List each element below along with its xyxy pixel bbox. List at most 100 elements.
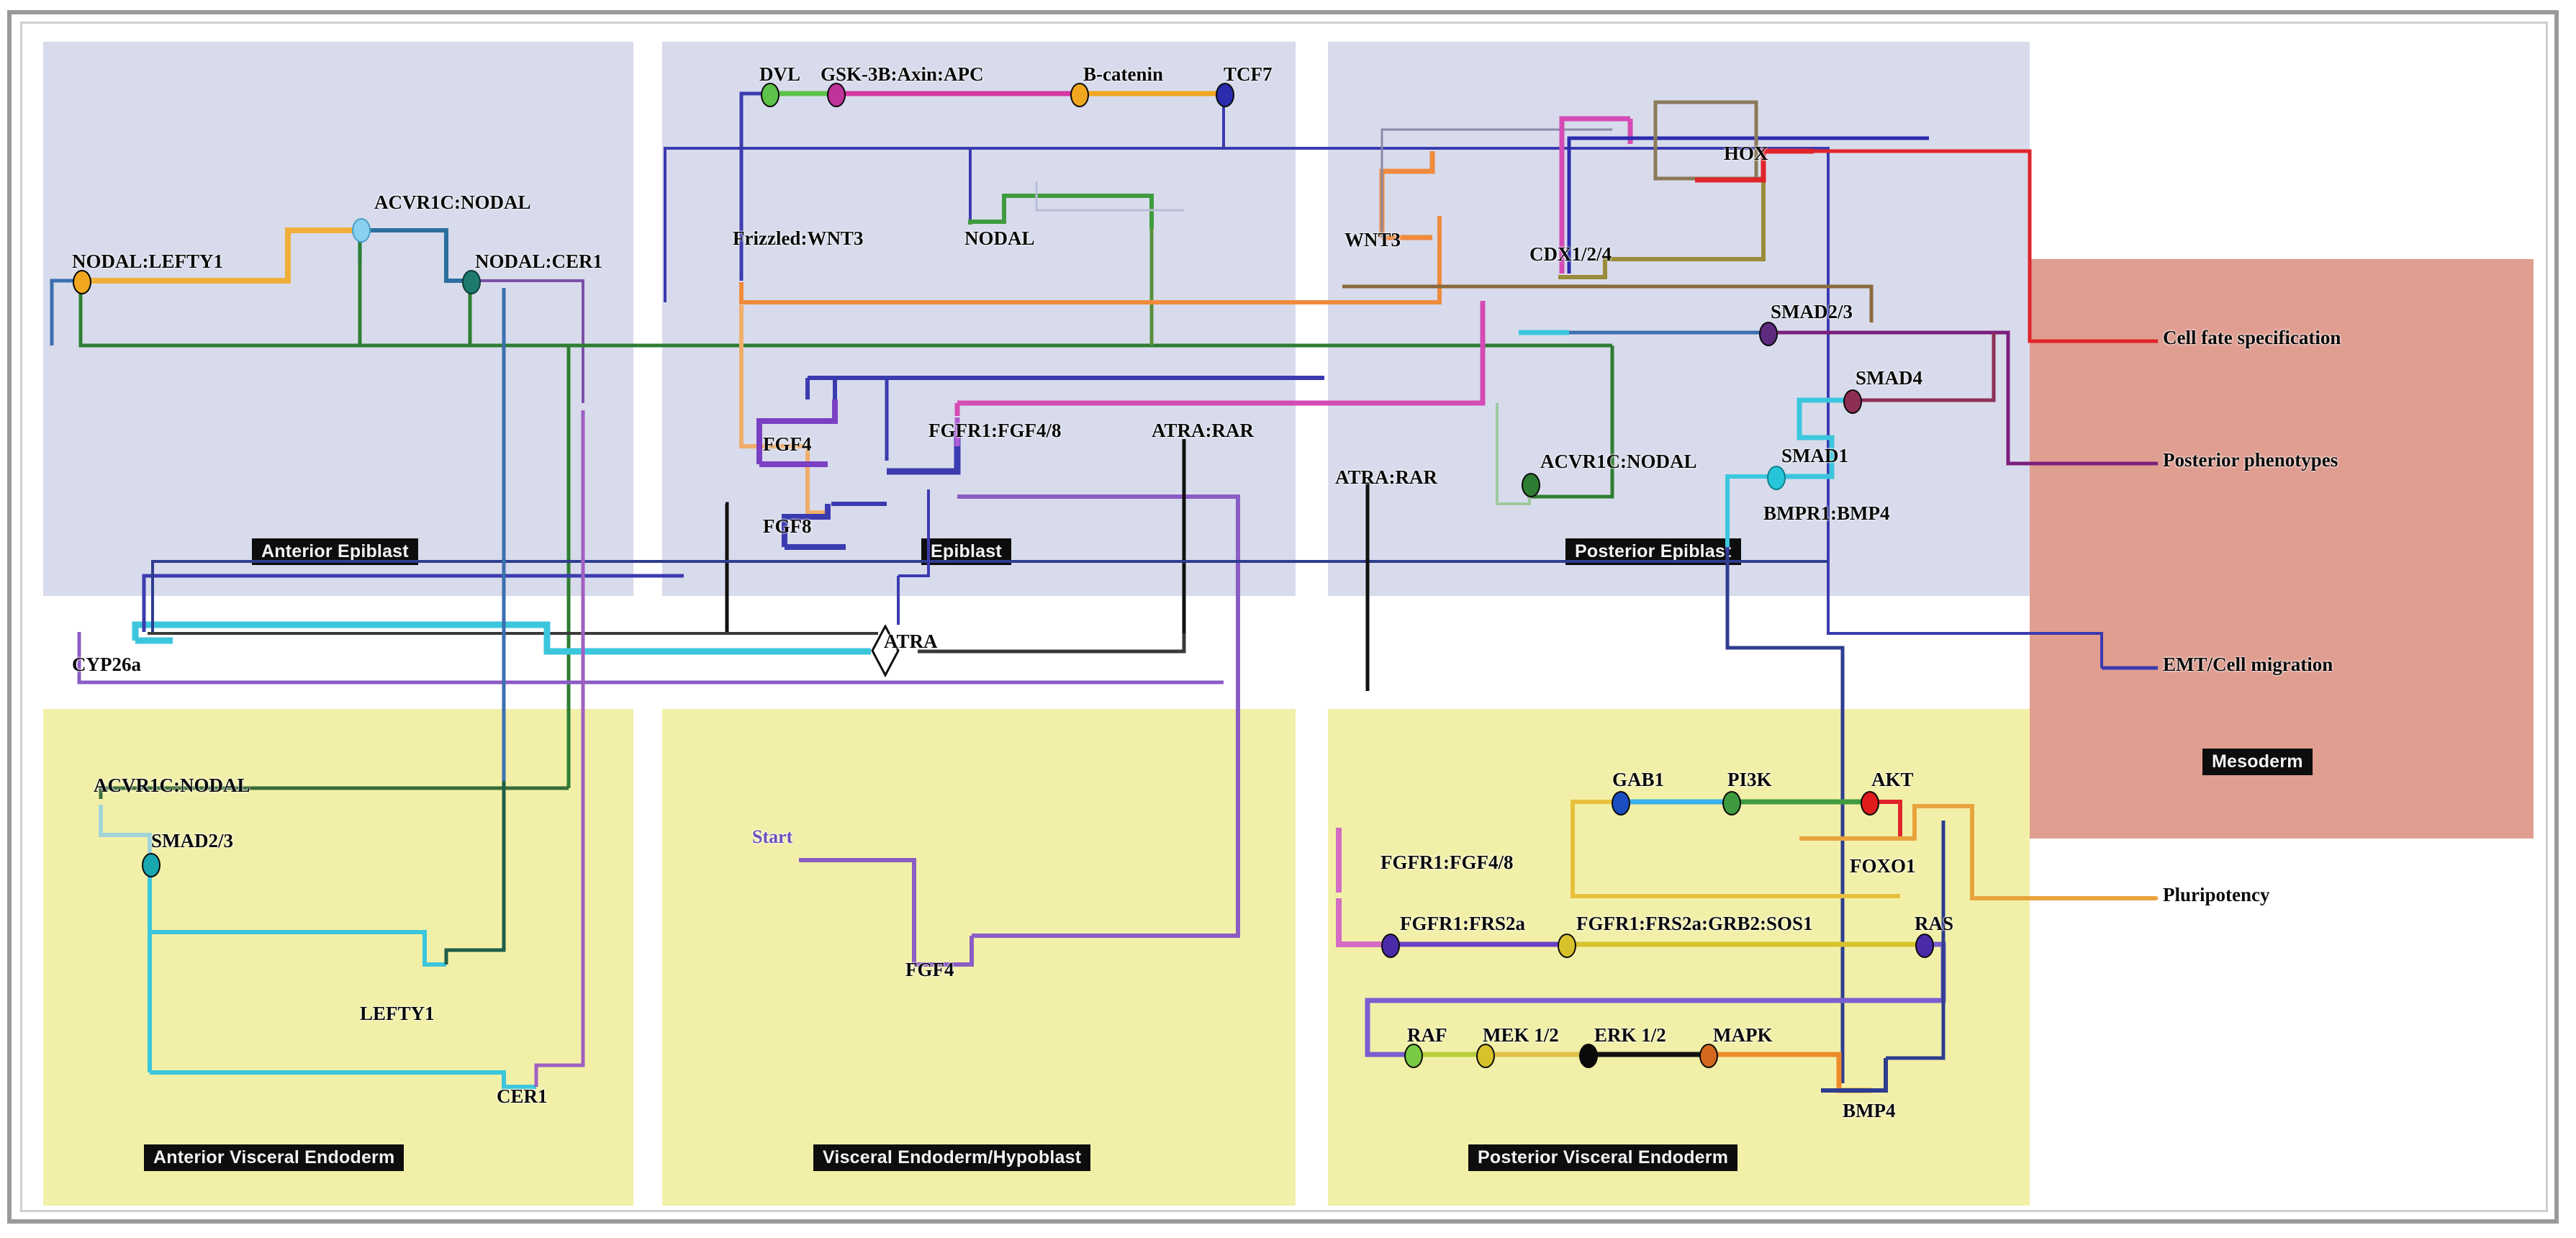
edge-frizzled-to-dvl (739, 91, 763, 281)
node-label-smad1: SMAD1 (1781, 445, 1848, 466)
edge-frizzled-down (739, 305, 808, 448)
node-label-akt: AKT (1871, 769, 1914, 790)
edge-atra-up-arrow2 (898, 489, 930, 577)
edge-fgf4-up-bus (833, 376, 882, 399)
edge-acvr1c-to-nodalcer1 (363, 228, 468, 283)
node-dot-acvr1c-nodal-ae[interactable] (352, 218, 371, 243)
edge-bmp4-right (1886, 821, 1945, 1060)
node-label-fgfr1-fgf48-epi: FGFR1:FGF4/8 (928, 420, 1062, 441)
edge-fgfr1-purple-h (957, 494, 1240, 828)
output-label-cell-fate-specification: Cell fate specification (2163, 327, 2341, 348)
node-label-fgfr1-fgf48-pve: FGFR1:FGF4/8 (1380, 851, 1514, 873)
node-label-nodal-cer1: NODAL:CER1 (475, 250, 603, 272)
node-label-nodal-lefty1: NODAL:LEFTY1 (72, 250, 224, 272)
node-dot-gab1[interactable] (1612, 791, 1630, 815)
node-label-gsk3b-axin-apc: GSK-3B:Axin:APC (821, 63, 984, 85)
edge-hox-box (1653, 100, 1763, 181)
edge-nodal-epiblast-frame (1035, 181, 1184, 212)
node-dot-smad4[interactable] (1843, 389, 1862, 414)
edge-cer1-up (534, 410, 585, 1087)
panel-posterior-visceral-endoderm (1328, 709, 2030, 1206)
edge-smad1-to-smad4 (1781, 397, 1848, 479)
node-dot-fgfr1-frs2a[interactable] (1381, 934, 1400, 958)
panel-posterior-epiblast (1328, 42, 2030, 596)
node-dot-smad1[interactable] (1767, 466, 1786, 490)
edge-smad23-out (1770, 330, 2156, 466)
edge-nodal-epiblast (968, 194, 1154, 229)
panel-mesoderm (2030, 259, 2534, 839)
edge-wnt3-orange-bus (739, 216, 1442, 304)
node-label-lefty1: LEFTY1 (360, 1003, 435, 1024)
panel-visceral-endoderm-hypoblast (662, 709, 1296, 1206)
edge-cdx-olive (1558, 257, 1727, 279)
node-dot-gsk3b-axin-apc[interactable] (827, 83, 846, 107)
node-dot-b-catenin[interactable] (1070, 83, 1089, 107)
panel-tag-anterior-visceral-endoderm: Anterior Visceral Endoderm (144, 1144, 405, 1172)
node-label-pi3k: PI3K (1727, 769, 1772, 790)
panel-anterior-epiblast (43, 42, 633, 596)
node-label-fgfr1-frs2a-grb2-sos1: FGFR1:FRS2a:GRB2:SOS1 (1576, 913, 1813, 934)
node-dot-tcf7[interactable] (1216, 83, 1234, 107)
node-label-raf: RAF (1407, 1024, 1447, 1046)
edge-fgf4-veh-out (972, 828, 1240, 938)
node-label-smad4: SMAD4 (1856, 367, 1922, 389)
node-label-mapk: MAPK (1713, 1024, 1773, 1046)
node-dot-smad2-3-pe[interactable] (1759, 322, 1778, 346)
node-label-fgfr1-frs2a: FGFR1:FRS2a (1400, 913, 1525, 934)
node-label-acvr1c-nodal-ave: ACVR1C:NODAL (94, 774, 250, 796)
panel-epiblast (662, 42, 1296, 596)
node-dot-ras[interactable] (1915, 934, 1934, 958)
node-dot-dvl[interactable] (761, 83, 779, 107)
edge-nodal-lefty1-left (50, 279, 78, 345)
node-label-acvr1c-nodal-pe: ACVR1C:NODAL (1540, 451, 1697, 472)
edge-bmpr1-to-smad1 (1725, 474, 1771, 547)
edge-fgf8-epi (782, 504, 831, 547)
edge-lefty1-up (444, 781, 506, 964)
node-dot-mapk[interactable] (1699, 1044, 1718, 1068)
edge-cdx-pink (1559, 116, 1630, 274)
node-dot-pi3k[interactable] (1722, 791, 1741, 815)
node-dot-nodal-lefty1[interactable] (73, 270, 91, 294)
edge-start-to-fgf4 (799, 858, 916, 964)
edge-green-to-acvr1c-pe (1527, 345, 1614, 499)
node-label-dvl: DVL (759, 63, 801, 85)
node-label-fgf4-epi: FGF4 (763, 433, 812, 455)
output-label-posterior-phenotypes: Posterior phenotypes (2163, 449, 2338, 471)
node-label-smad2-3-pe: SMAD2/3 (1771, 301, 1853, 322)
node-label-gab1: GAB1 (1612, 769, 1665, 790)
node-label-atra-rar-pe: ATRA:RAR (1335, 466, 1437, 488)
node-dot-nodal-cer1[interactable] (462, 270, 481, 294)
node-dot-acvr1c-nodal-pe[interactable] (1522, 473, 1540, 497)
edge-wnt3-frame (1380, 128, 1612, 238)
edge-wnt3-up (1379, 151, 1435, 238)
node-label-fgf8-epi: FGF8 (763, 515, 812, 537)
edge-ave-acvr-down (99, 805, 152, 858)
node-label-foxo1: FOXO1 (1850, 855, 1916, 877)
node-label-ras: RAS (1915, 913, 1954, 934)
edge-hox-red-h (1814, 149, 2156, 343)
node-dot-mek12[interactable] (1476, 1044, 1495, 1068)
edge-akt-to-foxo1 (1799, 800, 1902, 841)
panel-tag-posterior-visceral-endoderm: Posterior Visceral Endoderm (1468, 1144, 1738, 1172)
edge-fgfr1-pve-down (1336, 898, 1386, 947)
node-dot-erk12[interactable] (1579, 1044, 1598, 1068)
node-dot-smad2-3-ave[interactable] (142, 853, 161, 877)
output-label-emt-cell-migration: EMT/Cell migration (2163, 654, 2333, 675)
node-label-smad2-3-ave: SMAD2/3 (151, 830, 233, 851)
node-label-nodal: NODAL (964, 227, 1035, 249)
edge-fgf4-epi (756, 399, 838, 464)
edge-smad23-to-cer1 (150, 1070, 536, 1089)
node-dot-raf[interactable] (1404, 1044, 1423, 1068)
node-label-atra: ATRA (884, 631, 938, 652)
node-label-bmp4: BMP4 (1843, 1100, 1896, 1121)
node-dot-fgfr1-frs2a-grb2-sos1[interactable] (1558, 934, 1576, 958)
node-dot-akt[interactable] (1861, 791, 1879, 815)
node-label-fgf4-veh: FGF4 (905, 959, 954, 980)
edge-nodal-cer1-right (472, 279, 584, 403)
edge-ave-in (99, 786, 569, 799)
edge-bmp4-to-bmpr1 (1725, 553, 1845, 1083)
node-label-tcf7: TCF7 (1224, 63, 1273, 85)
edge-ras-to-raf (1365, 941, 1946, 1057)
edge-frizzled-down2 (805, 446, 828, 515)
